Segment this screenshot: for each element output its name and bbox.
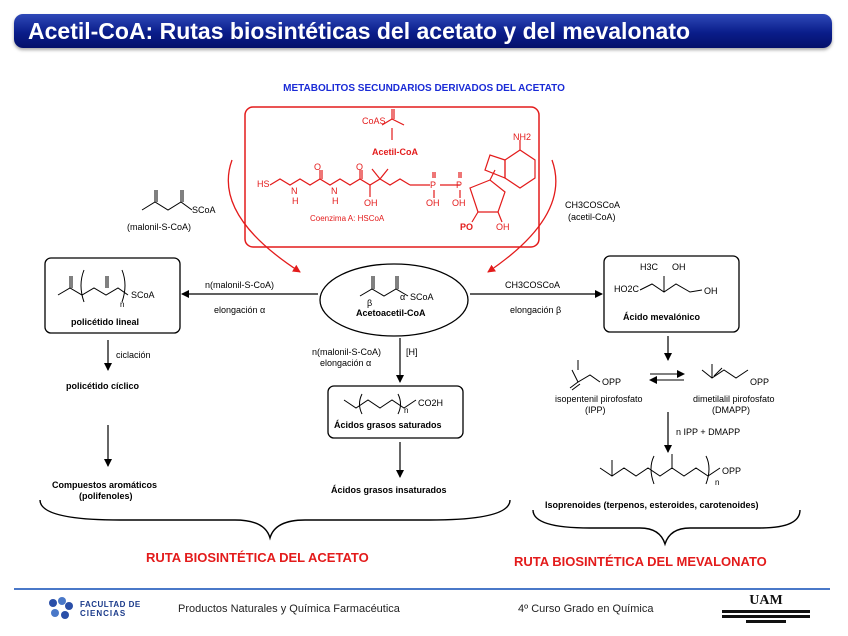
oh-atom-2: OH: [426, 198, 440, 208]
ipp-structure: [569, 360, 601, 391]
university-logo: UAM: [720, 593, 812, 623]
p-atom-1: P: [430, 180, 437, 190]
fatty-acid-formula: CO2H: [418, 398, 444, 408]
acetoacetyl-structure: [359, 276, 409, 297]
malonyl-name: (malonil-S-CoA): [127, 222, 192, 232]
mevalonic-acid-label: Ácido mevalónico: [623, 312, 701, 322]
left-reagent-label: n(malonil-S-CoA): [205, 280, 275, 290]
faculty-name-line1: FACULTAD DE: [80, 600, 141, 609]
acetate-route-title: RUTA BIOSINTÉTICA DEL ACETATO: [146, 550, 369, 565]
isoprenoid-n: n: [715, 478, 720, 487]
acetoacetyl-formula: SCoA: [410, 292, 434, 302]
n-atom-2: N: [331, 186, 338, 196]
isoprenoid-opp: OPP: [722, 466, 742, 476]
p-atom-2: P: [456, 180, 463, 190]
unsaturated-fatty-acids-label: Ácidos grasos insaturados: [331, 485, 447, 495]
oh-atom-4: OH: [496, 222, 510, 232]
right-step-label: elongación β: [510, 305, 562, 315]
dmapp-opp: OPP: [750, 377, 770, 387]
coenzyme-a-structure: [269, 140, 536, 223]
coenzyme-caption: Coenzima A: HSCoA: [310, 214, 385, 223]
malonyl-formula: SCoA: [192, 205, 216, 215]
ipp-abbr: (IPP): [585, 405, 606, 415]
faculty-name-line2: CIENCIAS: [80, 609, 127, 618]
fatty-acid-n: n: [404, 406, 409, 415]
course-name: Productos Naturales y Química Farmacéuti…: [178, 603, 400, 615]
ipp-name: isopentenil pirofosfato: [555, 394, 643, 404]
acetoacetyl-coa-ellipse: [319, 263, 469, 337]
slide-title: Acetil-CoA: Rutas biosintéticas del acet…: [28, 18, 691, 44]
h3c-label: H3C: [640, 262, 659, 272]
left-step-label: elongación α: [214, 305, 266, 315]
footer-divider: [14, 588, 830, 590]
h-atom-1: H: [292, 196, 299, 206]
malonyl-s-coa-structure: [141, 190, 193, 211]
coas-label: CoAS: [362, 116, 386, 126]
linear-polyketide-box: [44, 257, 181, 334]
polyphenols-label: (polifenoles): [79, 491, 133, 501]
dmapp-name: dimetilalil pirofosfato: [693, 394, 775, 404]
faculty-logo-icon: [49, 597, 73, 619]
down-reagent-label: n(malonil-S-CoA): [312, 347, 382, 357]
oh-atom-1: OH: [364, 198, 378, 208]
aromatic-compounds-label: Compuestos aromáticos: [52, 480, 158, 490]
acetyl-coa-box: [244, 106, 540, 248]
isoprenoid-structure: [599, 454, 721, 485]
acetyl-coa-name: Acetil-CoA: [372, 147, 419, 157]
h-atom-2: H: [332, 196, 339, 206]
acetyl-formula: CH3COSCoA: [565, 200, 621, 210]
acetyl-name: (acetil-CoA): [568, 212, 616, 222]
linear-polyketide-label: policétido lineal: [71, 317, 140, 327]
down-step-label: elongación α: [320, 358, 372, 368]
hs-atom: HS: [257, 179, 270, 189]
n-atom-1: N: [291, 186, 298, 196]
right-reagent-label: CH3COSCoA: [505, 280, 561, 290]
cyclization-label: ciclación: [116, 350, 151, 360]
subtitle: METABOLITOS SECUNDARIOS DERIVADOS DEL AC…: [283, 83, 565, 94]
hydrogenation-label: [H]: [406, 347, 418, 357]
polyketide-formula: SCoA: [131, 290, 155, 300]
course-year: 4º Curso Grado en Química: [518, 603, 654, 615]
fatty-acids-box: [327, 385, 464, 439]
polyketide-n: n: [120, 300, 125, 309]
ho2c-label: HO2C: [614, 284, 640, 294]
o-atom-2: O: [356, 162, 364, 172]
alpha-label: α: [400, 292, 406, 302]
mevalonic-oh-1: OH: [672, 262, 686, 272]
mevalonate-brace: [532, 509, 801, 547]
nh2-atom: NH2: [513, 132, 532, 142]
acetoacetyl-coa-name: Acetoacetil-CoA: [356, 308, 426, 318]
isoprenoids-label: Isoprenoides (terpenos, esteroides, caro…: [545, 500, 759, 510]
ipp-dmapp-label: n IPP + DMAPP: [676, 427, 741, 437]
saturated-fatty-acids-label: Ácidos grasos saturados: [334, 420, 442, 430]
oh-atom-3: OH: [452, 198, 466, 208]
dmapp-structure: [701, 364, 749, 379]
mevalonic-oh-2: OH: [704, 286, 718, 296]
beta-label: β: [367, 298, 373, 308]
mevalonate-route-title: RUTA BIOSINTÉTICA DEL MEVALONATO: [514, 554, 767, 569]
acetate-brace: [39, 499, 511, 541]
acetyl-group-structure: [381, 109, 405, 140]
university-logo-text: UAM: [749, 593, 783, 608]
title-bar: [14, 14, 832, 48]
ipp-opp: OPP: [602, 377, 622, 387]
mevalonic-acid-box: [603, 255, 740, 333]
dmapp-abbr: (DMAPP): [712, 405, 750, 415]
cyclic-polyketide-label: policétido cíclico: [66, 381, 140, 391]
o-atom-1: O: [314, 162, 322, 172]
po-atom: PO: [460, 222, 474, 232]
